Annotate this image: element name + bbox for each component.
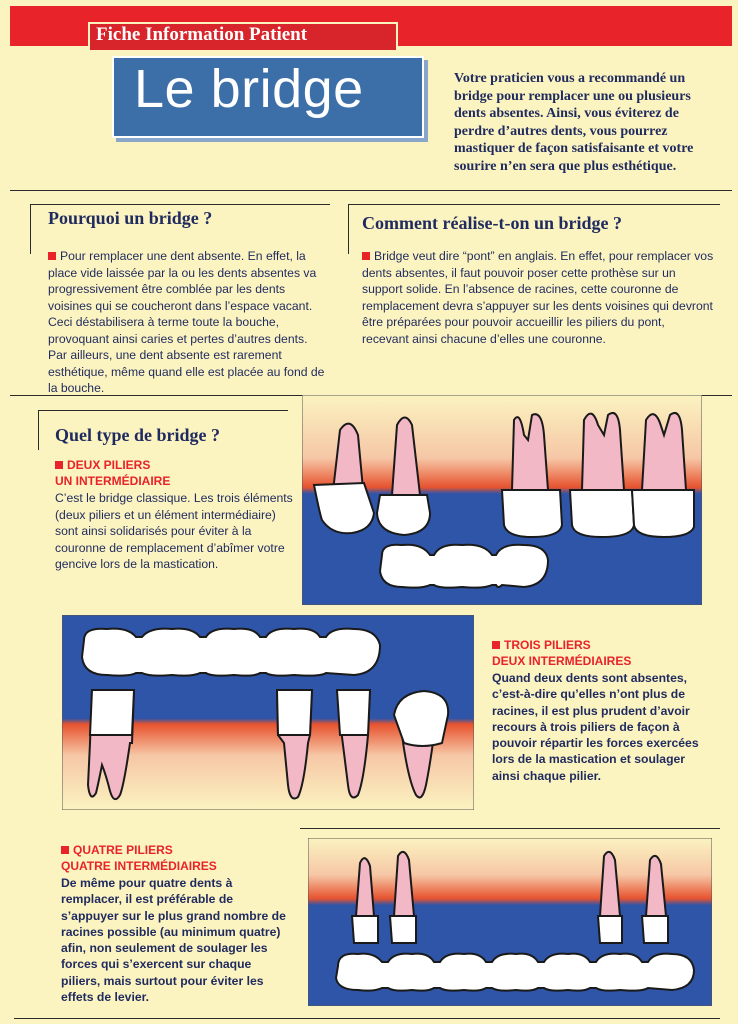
root-icon [354, 857, 376, 917]
kicker-text: Fiche Information Patient [96, 24, 308, 45]
bullet-icon [48, 252, 56, 260]
crown-icon [375, 494, 432, 537]
type1-block: DEUX PILIERS UN INTERMÉDIAIRE C’est le b… [55, 458, 295, 573]
type2-body: Quand deux dents sont absentes, c’est-à-… [492, 671, 699, 783]
para-pourquoi-text: Pour remplacer une dent absente. En effe… [48, 249, 325, 395]
frame-top-quel [38, 410, 288, 411]
crown-icon [500, 489, 564, 539]
abutment-icon [88, 689, 136, 736]
heading-quel: Quel type de bridge ? [55, 425, 220, 445]
bullet-icon [362, 252, 370, 260]
root-icon [330, 422, 366, 501]
heading-comment: Comment réalise-t-on un bridge ? [362, 213, 622, 233]
type1-title2: UN INTERMÉDIAIRE [55, 473, 171, 488]
type1-body: C’est le bridge classique. Les trois élé… [55, 491, 293, 571]
page-title: Le bridge [134, 59, 364, 119]
crown-icon [312, 481, 376, 535]
para-comment-text: Bridge veut dire “pont” en anglais. En e… [362, 249, 714, 346]
frame-corner-quel [38, 410, 39, 450]
para-comment: Bridge veut dire “pont” en anglais. En e… [362, 248, 714, 347]
type3-title2: QUATRE INTERMÉDIAIRES [61, 858, 217, 873]
abutment-icon [388, 915, 417, 944]
bridge-crowns-icon [378, 543, 550, 589]
type2-title1: TROIS PILIERS [504, 638, 591, 652]
bullet-icon [55, 461, 63, 469]
root-icon [644, 854, 668, 917]
bullet-icon [492, 641, 500, 649]
divider-bottom [14, 1018, 720, 1019]
type2-title2: DEUX INTERMÉDIAIRES [492, 653, 632, 668]
diagram-three-pillars [62, 615, 474, 810]
intro-text: Votre praticien vous a recommandé un bri… [454, 71, 694, 174]
title-box [112, 56, 424, 138]
root-icon [640, 411, 688, 491]
type3-body: De même pour quatre dents à remplacer, i… [61, 876, 286, 1005]
diagram-two-pillars [302, 395, 702, 605]
bullet-icon [61, 846, 69, 854]
kicker-box [88, 22, 398, 50]
root-icon [392, 850, 416, 917]
crown-icon [630, 489, 695, 539]
crown-icon [568, 489, 636, 539]
abutment-icon [640, 915, 669, 944]
bridge-crowns-icon [80, 627, 382, 677]
abutment-icon [335, 689, 372, 736]
frame-corner-left [30, 204, 31, 254]
type3-block: QUATRE PILIERS QUATRE INTERMÉDIAIRES De … [61, 843, 286, 1005]
type2-block: TROIS PILIERS DEUX INTERMÉDIAIRES Quand … [492, 638, 702, 784]
para-pourquoi: Pour remplacer une dent absente. En effe… [48, 248, 326, 397]
frame-top-right [348, 204, 720, 205]
divider-lower [300, 828, 720, 829]
crown-icon [392, 689, 450, 747]
root-icon [390, 416, 422, 496]
root-icon [580, 411, 626, 491]
heading-pourquoi: Pourquoi un bridge ? [48, 208, 213, 228]
frame-corner-right [348, 204, 349, 254]
bridge-crowns-icon [334, 952, 696, 992]
type1-title1: DEUX PILIERS [67, 458, 151, 472]
frame-top-left [30, 204, 330, 205]
abutment-icon [275, 689, 314, 736]
abutment-icon [596, 915, 623, 944]
diagram-four-pillars [308, 838, 712, 1006]
root-icon [400, 734, 436, 799]
abutment-icon [350, 915, 379, 944]
type3-title1: QUATRE PILIERS [73, 843, 173, 857]
root-icon [510, 413, 550, 491]
divider-top [10, 190, 732, 191]
root-icon [598, 850, 622, 917]
